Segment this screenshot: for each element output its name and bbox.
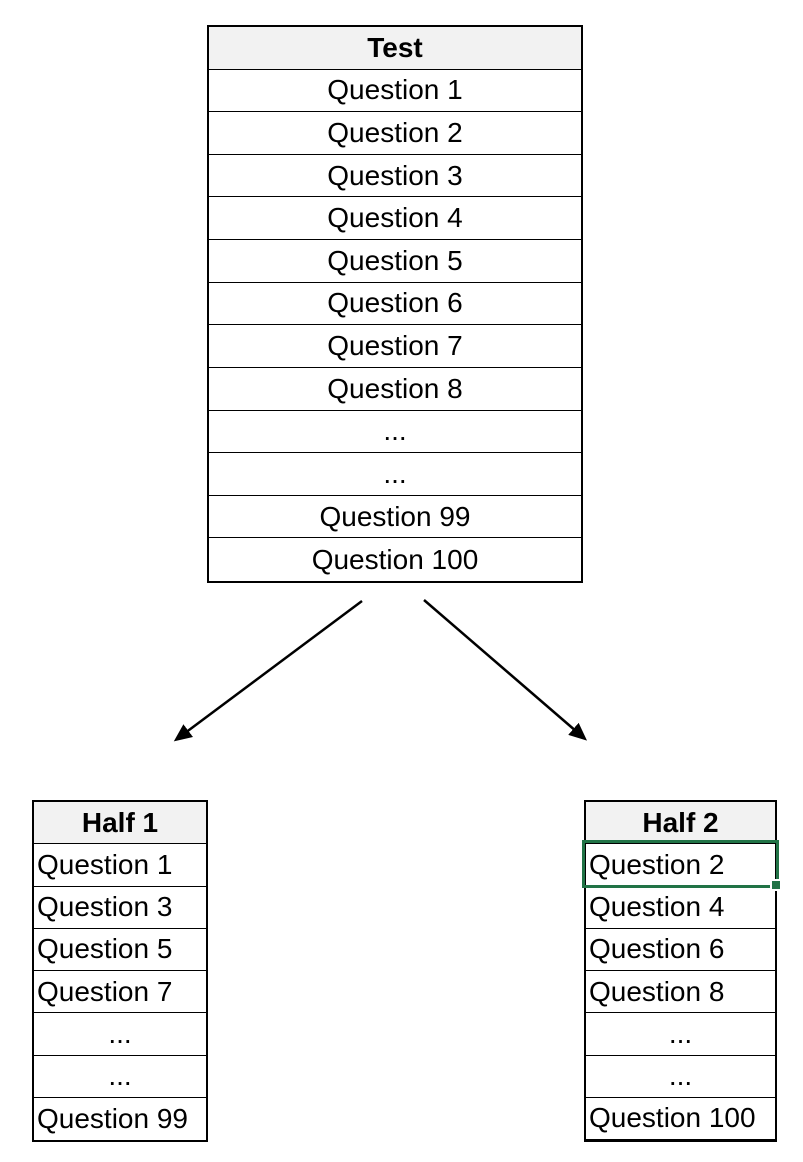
half2-table-ellipsis-cell[interactable]: ... [586,1013,775,1056]
test-table-cell[interactable]: Question 3 [209,155,581,198]
half2-table-cell[interactable]: Question 6 [586,929,775,971]
test-table-ellipsis-cell[interactable]: ... [209,453,581,496]
half1-table-ellipsis-cell[interactable]: ... [34,1056,206,1098]
test-table-cell[interactable]: Question 100 [311,543,479,575]
test-table-cell[interactable]: Question 5 [209,240,581,283]
half1-table-cell[interactable]: Question 7 [34,971,206,1014]
test-table-cell[interactable]: Question 4 [209,197,581,241]
half2-table-ellipsis-cell[interactable]: ... [586,1056,775,1098]
fill-handle[interactable] [770,879,782,891]
test-table-cell[interactable]: Question 7 [209,325,581,368]
test-table-cell[interactable]: Question 2 [209,112,581,155]
test-table-cell[interactable]: Question 8 [209,368,581,411]
half1-table-cell[interactable]: Question 5 [34,929,206,971]
half2-table-cell[interactable]: Question 4 [586,887,775,929]
test-table-cell[interactable]: Question 99 [209,496,581,539]
arrow-down-left-icon[interactable] [173,599,363,742]
half2-table-cell[interactable]: Question 100 [586,1098,775,1140]
split-arrows-layer [173,599,588,742]
test-table-cell[interactable]: Question 6 [209,283,581,326]
test-table-ellipsis-cell[interactable]: ... [209,411,581,454]
test-table-cell[interactable]: Question 1 [209,70,581,113]
test-table: Test Question 1 Question 2 Question 3 Qu… [207,25,583,583]
test-table-header[interactable]: Test [209,27,581,70]
half1-table-cell[interactable]: Question 3 [34,887,206,929]
half1-table-cell[interactable]: Question 1 [34,844,206,887]
half1-table-cell[interactable]: Question 99 [37,1102,188,1134]
half2-table-header[interactable]: Half 2 [586,802,775,845]
half1-table: Half 1 Question 1 Question 3 Question 5 … [32,800,208,1142]
half1-table-header[interactable]: Half 1 [34,802,206,845]
half1-table-ellipsis-cell[interactable]: ... [34,1013,206,1056]
arrow-down-right-icon[interactable] [423,599,588,741]
half2-table-cell[interactable]: Question 8 [586,971,775,1014]
half2-table: Half 2 Question 2 Question 4 Question 6 … [582,800,782,1142]
half2-table-selected-cell[interactable]: Question 2 [586,844,775,887]
